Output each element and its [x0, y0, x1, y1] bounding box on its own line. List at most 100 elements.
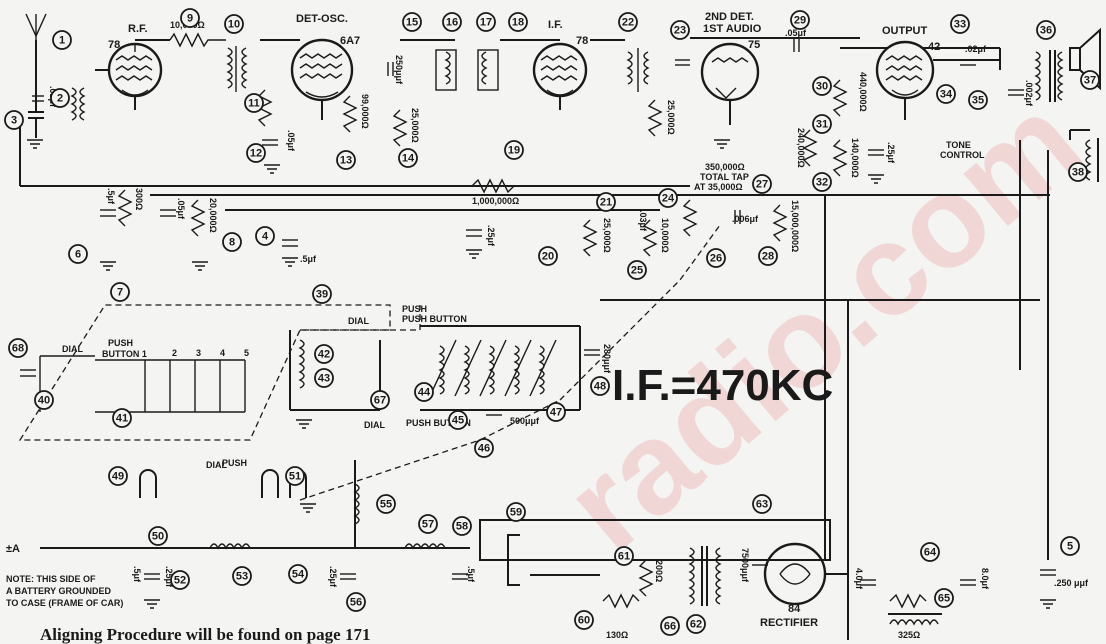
- svg-text:14: 14: [402, 153, 415, 165]
- ref-callout-57: 57: [418, 514, 438, 534]
- value-r20: 25,000Ω: [602, 218, 612, 253]
- label-push-button-2: PUSH BUTTON: [402, 314, 467, 324]
- label-tone: TONE: [946, 140, 971, 150]
- label-pb-4: 4: [220, 348, 225, 358]
- label-push-2: PUSH: [402, 304, 427, 314]
- svg-text:16: 16: [446, 17, 458, 29]
- ref-callout-39: 39: [312, 284, 332, 304]
- svg-text:55: 55: [380, 499, 392, 511]
- svg-text:46: 46: [478, 443, 490, 455]
- svg-text:34: 34: [940, 89, 953, 101]
- svg-text:60: 60: [578, 615, 590, 627]
- value-c4: .5μf: [300, 254, 317, 264]
- value-c63: 7500μμf: [740, 548, 750, 583]
- push-button-coils: [429, 339, 557, 397]
- svg-text:52: 52: [174, 575, 186, 587]
- svg-text:45: 45: [452, 415, 464, 427]
- ref-callout-25: 25: [627, 260, 647, 280]
- tube-rectifier: [763, 542, 848, 606]
- label-42: 42: [928, 41, 940, 53]
- value-c24: .03μf: [638, 210, 648, 232]
- shield-pickups: [139, 469, 307, 498]
- output-transformer-36: [1034, 50, 1064, 102]
- svg-text:62: 62: [690, 619, 702, 631]
- ref-callout-20: 20: [538, 246, 558, 266]
- value-r61: 200Ω: [654, 560, 664, 582]
- ref-callout-8: 8: [222, 232, 242, 252]
- svg-text:64: 64: [924, 547, 937, 559]
- label-rf-type: 78: [108, 39, 120, 51]
- ref-callout-24: 24: [658, 188, 678, 208]
- note-line-3: TO CASE (FRAME OF CAR): [6, 598, 123, 608]
- ref-callout-58: 58: [452, 516, 472, 536]
- ref-callout-11: 11: [244, 93, 264, 113]
- svg-text:25: 25: [631, 265, 643, 277]
- label-push: PUSH: [108, 338, 133, 348]
- chokes-lower: [209, 483, 446, 550]
- tube-if: [532, 42, 588, 110]
- label-if-type: 78: [576, 35, 588, 47]
- svg-text:1: 1: [59, 35, 65, 47]
- ref-callout-15: 15: [402, 12, 422, 32]
- ref-callout-28: 28: [758, 246, 778, 266]
- svg-text:35: 35: [972, 95, 984, 107]
- ref-callout-52: 52: [170, 570, 190, 590]
- svg-text:9: 9: [187, 13, 193, 25]
- label-75: 75: [748, 39, 760, 51]
- tube-2nd-det: [700, 42, 760, 125]
- svg-text:50: 50: [152, 531, 164, 543]
- svg-text:2: 2: [57, 93, 63, 105]
- ref-callout-51: 51: [285, 466, 305, 486]
- label-det-osc: DET-OSC.: [296, 13, 348, 25]
- svg-text:17: 17: [480, 17, 492, 29]
- rf-transformer-10: [226, 46, 248, 92]
- tube-rf: [95, 42, 163, 110]
- if-frequency-label: I.F.=470KC: [612, 361, 833, 410]
- ref-callout-67: 67: [370, 390, 390, 410]
- value-c29: .05μf: [785, 28, 807, 38]
- value-pot-total: 350,000Ω: [705, 162, 745, 172]
- svg-text:36: 36: [1040, 25, 1052, 37]
- svg-text:28: 28: [762, 251, 774, 263]
- ref-callout-53: 53: [232, 566, 252, 586]
- ref-callout-2: 2: [50, 88, 70, 108]
- ref-callout-42: 42: [314, 344, 334, 364]
- svg-text:39: 39: [316, 289, 328, 301]
- ref-callout-26: 26: [706, 248, 726, 268]
- value-c56: .25μf: [328, 566, 338, 588]
- ref-callout-4: 4: [255, 226, 275, 246]
- if-transformer-16-17: [435, 49, 499, 91]
- svg-text:68: 68: [12, 343, 24, 355]
- svg-text:7: 7: [117, 287, 123, 299]
- ref-callout-30: 30: [812, 76, 832, 96]
- label-dial-4: DIAL: [206, 460, 227, 470]
- ref-callout-44: 44: [414, 382, 434, 402]
- svg-text:54: 54: [292, 569, 305, 581]
- note-line-1: NOTE: THIS SIDE OF: [6, 574, 96, 584]
- ref-callout-55: 55: [376, 494, 396, 514]
- ref-callout-66: 66: [660, 616, 680, 636]
- label-control: CONTROL: [940, 150, 985, 160]
- value-c12: .05μf: [286, 130, 296, 152]
- svg-text:56: 56: [350, 597, 362, 609]
- ref-callout-36: 36: [1036, 20, 1056, 40]
- ref-callout-43: 43: [314, 368, 334, 388]
- svg-text:3: 3: [11, 115, 17, 127]
- svg-text:43: 43: [318, 373, 330, 385]
- ref-callout-37: 37: [1080, 70, 1100, 90]
- ref-callout-29: 29: [790, 10, 810, 30]
- svg-text:30: 30: [816, 81, 828, 93]
- value-r32: 140,000Ω: [850, 138, 860, 178]
- ref-callout-27: 27: [752, 174, 772, 194]
- svg-text:59: 59: [510, 507, 522, 519]
- svg-text:23: 23: [674, 25, 686, 37]
- ref-callout-6: 6: [68, 244, 88, 264]
- ref-callout-64: 64: [920, 542, 940, 562]
- svg-text:22: 22: [622, 17, 634, 29]
- svg-text:38: 38: [1072, 167, 1084, 179]
- svg-text:67: 67: [374, 395, 386, 407]
- label-6a7: 6A7: [340, 35, 360, 47]
- value-c46: 500μμf: [510, 416, 540, 426]
- svg-text:37: 37: [1084, 75, 1096, 87]
